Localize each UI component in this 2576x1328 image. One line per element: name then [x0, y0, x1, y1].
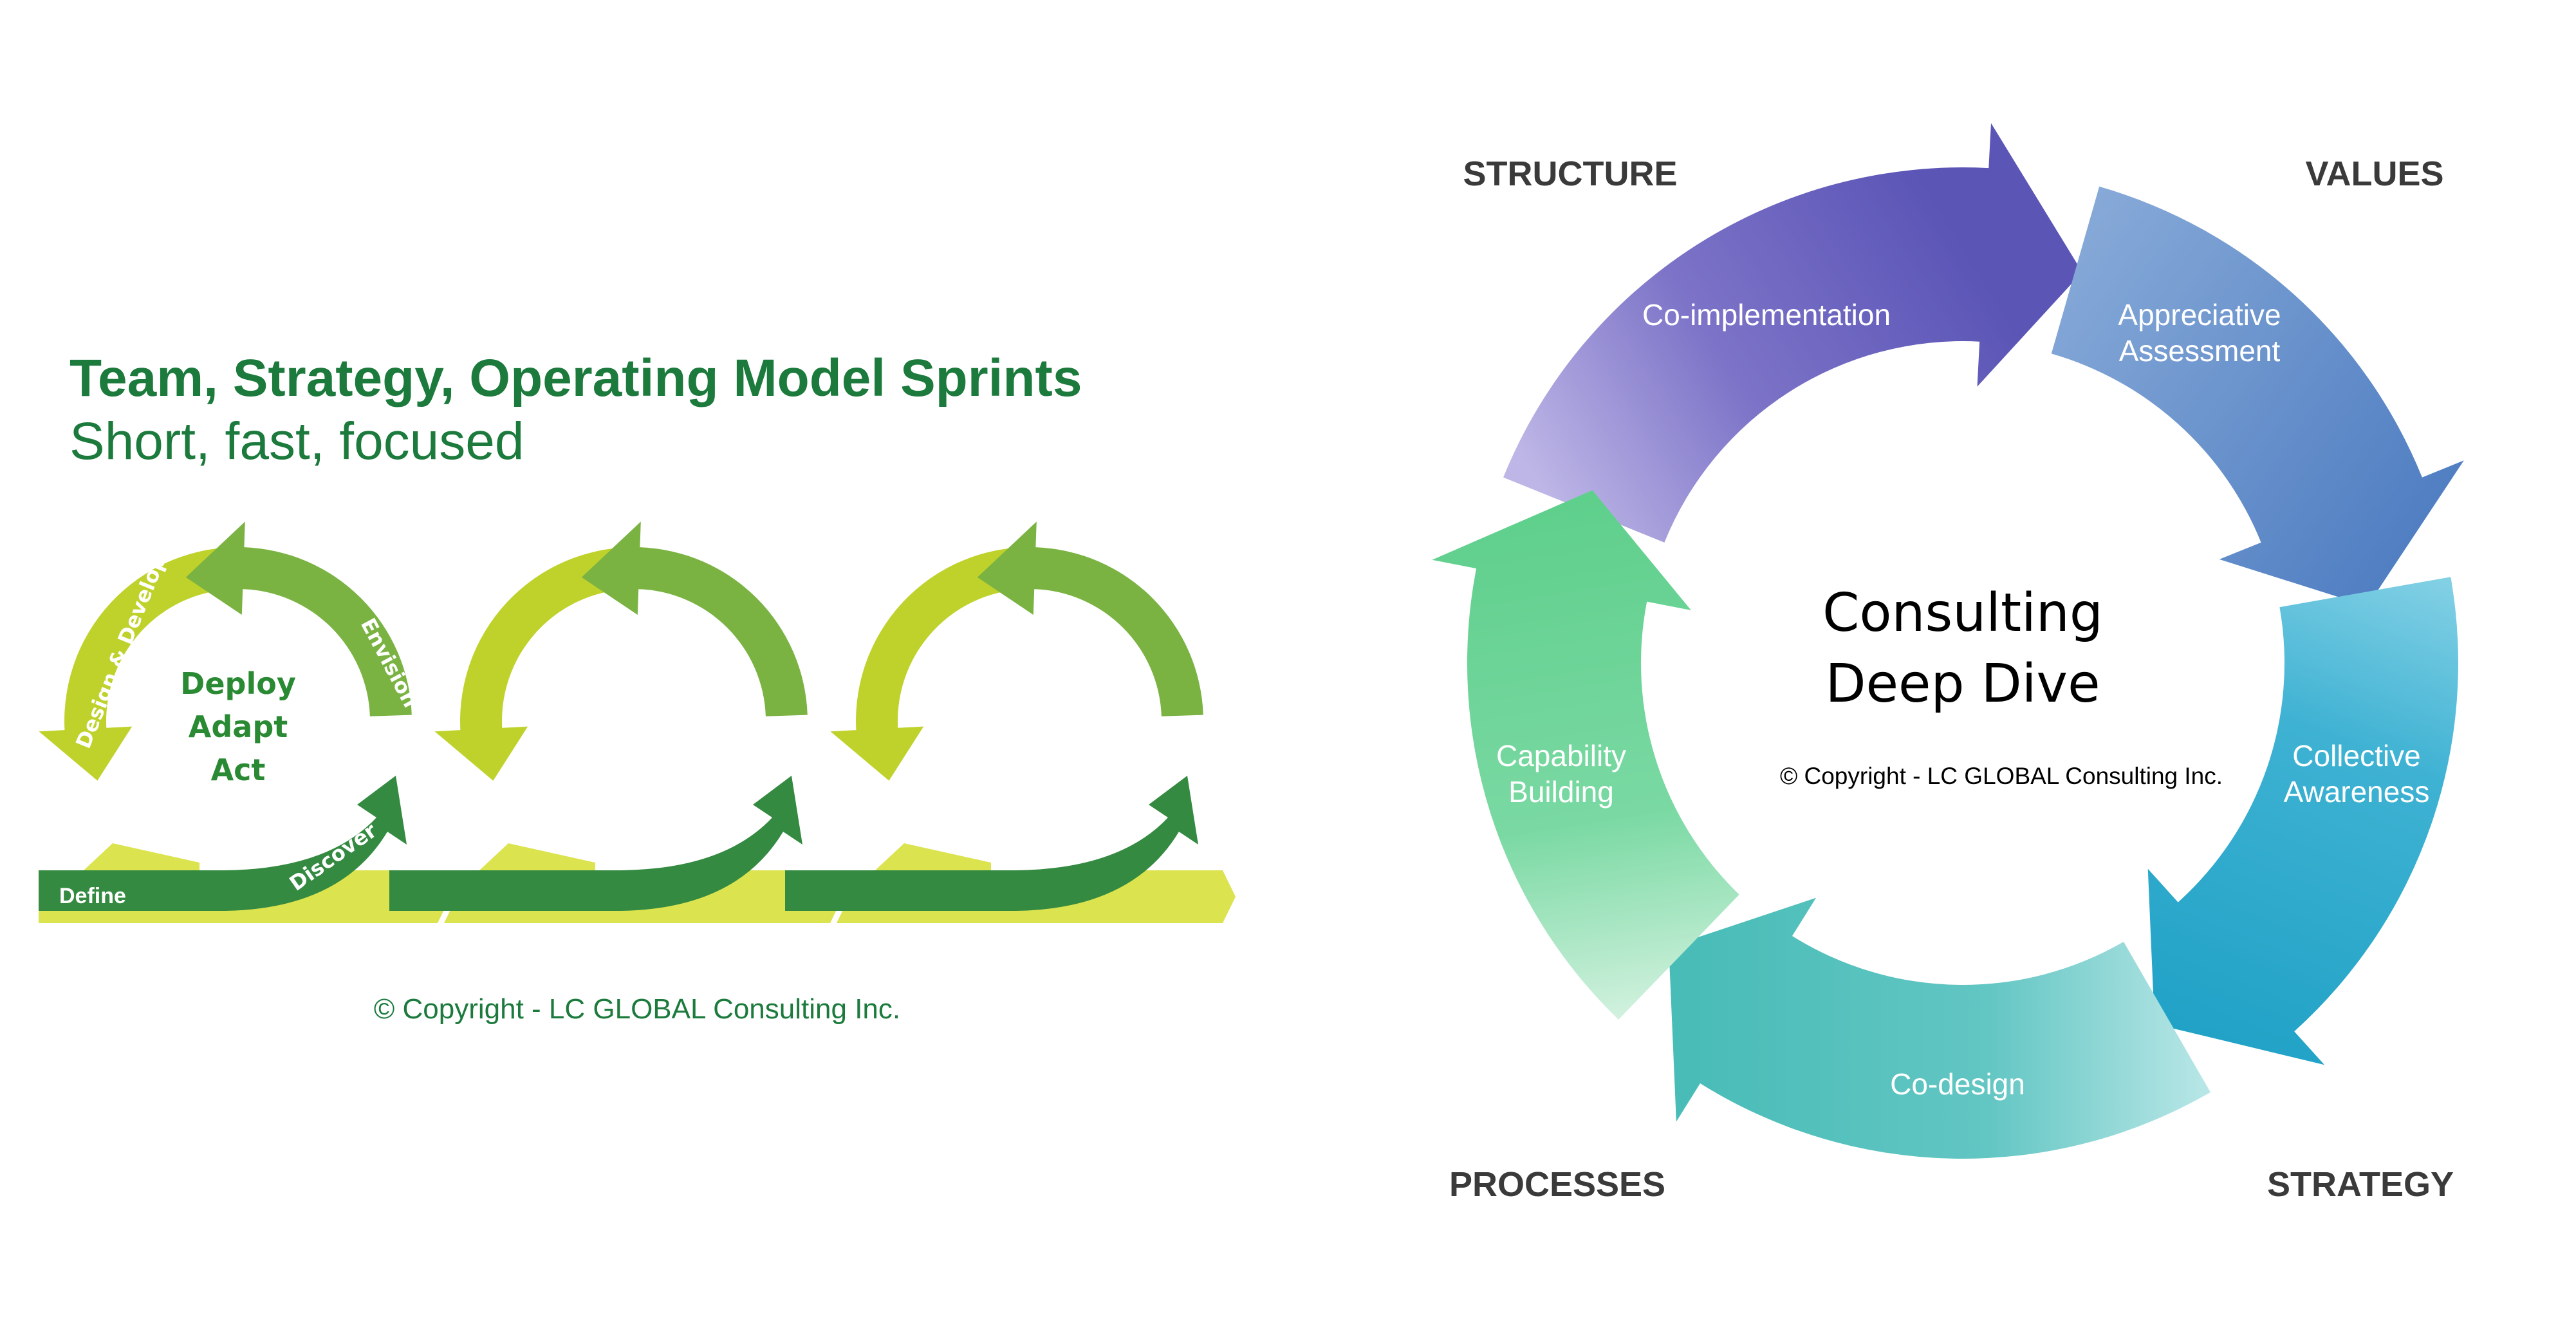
right-copyright: © Copyright - LC GLOBAL Consulting Inc. — [1780, 763, 2223, 789]
envision-arrow-2 — [581, 521, 808, 716]
segment-label-collective: Collective — [2292, 739, 2420, 772]
band-wedge-2 — [479, 843, 595, 870]
design-develop-arrow-2 — [434, 547, 649, 781]
arrow-co-design — [1669, 897, 2210, 1159]
segment-label-awareness: Awareness — [2284, 775, 2430, 809]
segment-label-co-implementation: Co-implementation — [1642, 298, 1891, 332]
center-title-line-2: Deep Dive — [1825, 653, 2100, 715]
center-title-line-1: Consulting — [1822, 583, 2103, 644]
center-line-deploy: Deploy — [180, 666, 296, 701]
band-wedge-3 — [875, 843, 991, 870]
arrow-appreciative-assessment — [2051, 186, 2464, 606]
segment-label-appreciative: Appreciative — [2118, 298, 2281, 332]
envision-arrow-3 — [977, 521, 1203, 716]
design-develop-arrow-3 — [830, 547, 1045, 781]
sprints-title: Team, Strategy, Operating Model Sprints — [69, 349, 1082, 407]
sprint-cycles — [39, 521, 1203, 911]
discover-arrow-1 — [39, 776, 407, 911]
consulting-cycle-diagram: STRUCTURE VALUES PROCESSES STRATEGY Co-i… — [1432, 123, 2464, 1204]
arrow-co-implementation — [1503, 123, 2082, 543]
segment-label-building: Building — [1508, 775, 1614, 809]
corner-label-strategy: STRATEGY — [2267, 1165, 2454, 1204]
discover-arrow-3 — [785, 776, 1198, 911]
center-line-act: Act — [211, 753, 266, 787]
segment-label-capability: Capability — [1496, 739, 1626, 772]
sprints-diagram: Team, Strategy, Operating Model Sprints … — [39, 349, 1236, 1025]
band-wedge-1 — [84, 843, 199, 870]
corner-label-processes: PROCESSES — [1449, 1165, 1665, 1204]
arrow-collective-awareness — [2147, 577, 2458, 1065]
define-label: Define — [59, 884, 126, 908]
design-develop-arrow-1 — [39, 547, 254, 781]
segment-label-co-design: Co-design — [1890, 1067, 2025, 1101]
center-line-adapt: Adapt — [189, 709, 288, 744]
cycle-ring — [1432, 123, 2464, 1159]
discover-arrow-2 — [389, 776, 802, 911]
sprints-subtitle: Short, fast, focused — [69, 412, 524, 471]
corner-label-values: VALUES — [2305, 154, 2443, 193]
arrow-capability-building — [1432, 490, 1739, 1020]
corner-label-structure: STRUCTURE — [1463, 154, 1678, 193]
segment-label-assessment: Assessment — [2119, 334, 2281, 368]
left-copyright: © Copyright - LC GLOBAL Consulting Inc. — [374, 993, 900, 1025]
envision-arrow-1 — [185, 521, 412, 716]
